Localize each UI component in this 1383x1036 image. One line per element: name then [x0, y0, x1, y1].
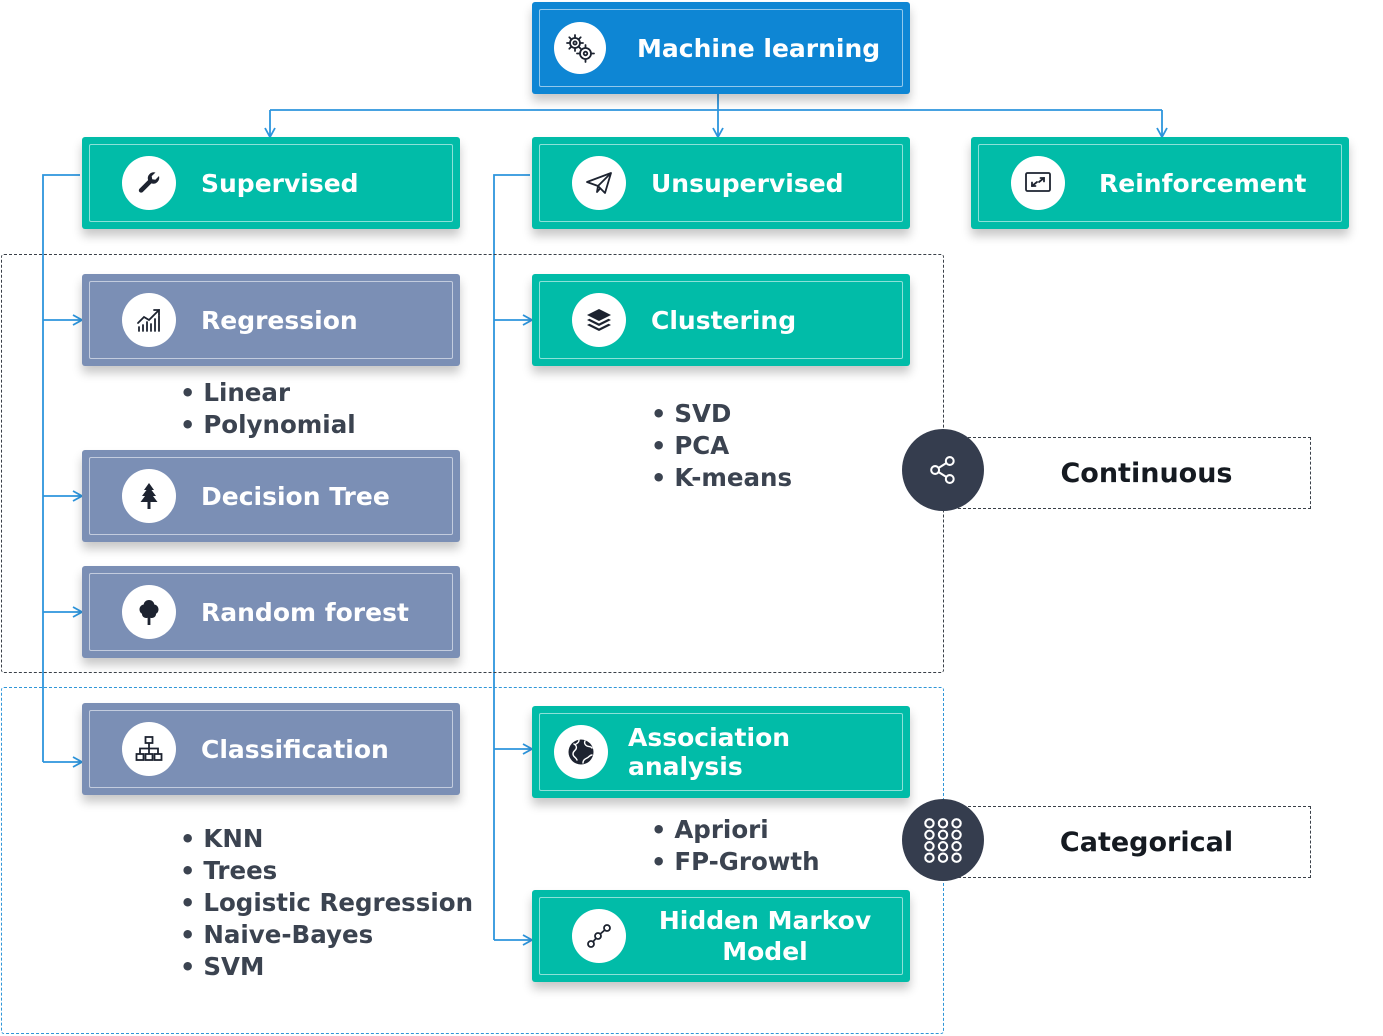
gears-icon [554, 22, 606, 74]
categorical-label: Categorical [1059, 826, 1234, 858]
paper-plane-icon [572, 156, 626, 210]
classification-node[interactable]: Classification [82, 703, 460, 795]
list-item: Trees [180, 855, 473, 887]
list-item: K-means [651, 462, 792, 494]
clustering-node[interactable]: Clustering [532, 274, 910, 366]
continuous-tag: Continuous [943, 437, 1311, 509]
reinforcement-label: Reinforcement [1099, 168, 1307, 198]
machine-learning-label: Machine learning [637, 33, 881, 63]
regression-node[interactable]: Regression [82, 274, 460, 366]
list-item: PCA [651, 430, 792, 462]
hidden-markov-model-node[interactable]: Hidden Markov Model [532, 890, 910, 982]
layers-icon [572, 293, 626, 347]
classification-list: KNN Trees Logistic Regression Naive-Baye… [180, 823, 473, 983]
classification-label: Classification [201, 734, 389, 764]
globe-icon [554, 725, 608, 779]
dot-grid-icon [902, 799, 984, 881]
continuous-label: Continuous [1060, 457, 1233, 489]
regression-label: Regression [201, 305, 358, 335]
supervised-label: Supervised [201, 168, 359, 198]
list-item: Linear [180, 377, 356, 409]
hierarchy-icon [122, 722, 176, 776]
list-item: SVM [180, 951, 473, 983]
list-item: Naive-Bayes [180, 919, 473, 951]
random-forest-node[interactable]: Random forest [82, 566, 460, 658]
unsupervised-label: Unsupervised [651, 168, 844, 198]
pine-tree-icon [122, 469, 176, 523]
list-item: Apriori [651, 814, 820, 846]
share-icon [902, 429, 984, 511]
machine-learning-node[interactable]: Machine learning [532, 2, 910, 94]
list-item: KNN [180, 823, 473, 855]
list-item: Polynomial [180, 409, 355, 441]
list-item: Logistic Regression [180, 887, 473, 919]
tree-icon [122, 585, 176, 639]
supervised-node[interactable]: Supervised [82, 137, 460, 229]
regression-list: Linear Polynomial [180, 377, 356, 441]
clustering-list: SVD PCA K-means [651, 398, 792, 494]
list-item: SVD [651, 398, 792, 430]
unsupervised-node[interactable]: Unsupervised [532, 137, 910, 229]
growth-chart-icon [122, 293, 176, 347]
categorical-tag: Categorical [943, 806, 1311, 878]
clustering-label: Clustering [651, 305, 797, 335]
screen-arrows-icon [1011, 156, 1065, 210]
decision-tree-node[interactable]: Decision Tree [82, 450, 460, 542]
reinforcement-node[interactable]: Reinforcement [971, 137, 1349, 229]
random-forest-label: Random forest [201, 597, 409, 627]
association-analysis-node[interactable]: Association analysis [532, 706, 910, 798]
list-item: FP-Growth [651, 846, 819, 878]
decision-tree-label: Decision Tree [201, 481, 390, 511]
association-analysis-label: Association analysis [628, 723, 791, 781]
hidden-markov-model-label: Hidden Markov Model [658, 906, 872, 966]
association-list: Apriori FP-Growth [651, 814, 820, 878]
wrench-icon [122, 156, 176, 210]
path-nodes-icon [572, 909, 626, 963]
